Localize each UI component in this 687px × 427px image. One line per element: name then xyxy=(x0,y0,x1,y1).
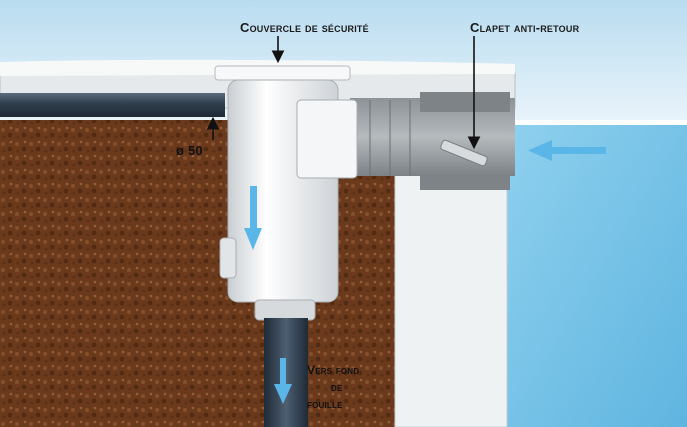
pool-water xyxy=(505,125,687,427)
check-valve-flap xyxy=(440,139,488,167)
drain-label-line2: de xyxy=(331,380,343,394)
arrow-icon xyxy=(244,140,606,404)
pipe-diameter-label: ø 50 xyxy=(176,143,203,158)
security-cover-label: Couvercle de sécurité xyxy=(240,20,369,35)
inlet-pipe xyxy=(0,93,225,117)
skimmer-body xyxy=(214,65,358,321)
check-valve-label: Clapet anti-retour xyxy=(470,20,580,35)
drain-label-line1: Vers fond xyxy=(307,363,360,377)
pool-wall xyxy=(394,159,508,427)
drain-destination-label: Vers fond de fouille xyxy=(307,362,359,413)
skimmer-mouth xyxy=(350,92,515,190)
drain-label-line3: fouille xyxy=(307,397,343,411)
pointer-arrow-icon xyxy=(206,36,481,150)
